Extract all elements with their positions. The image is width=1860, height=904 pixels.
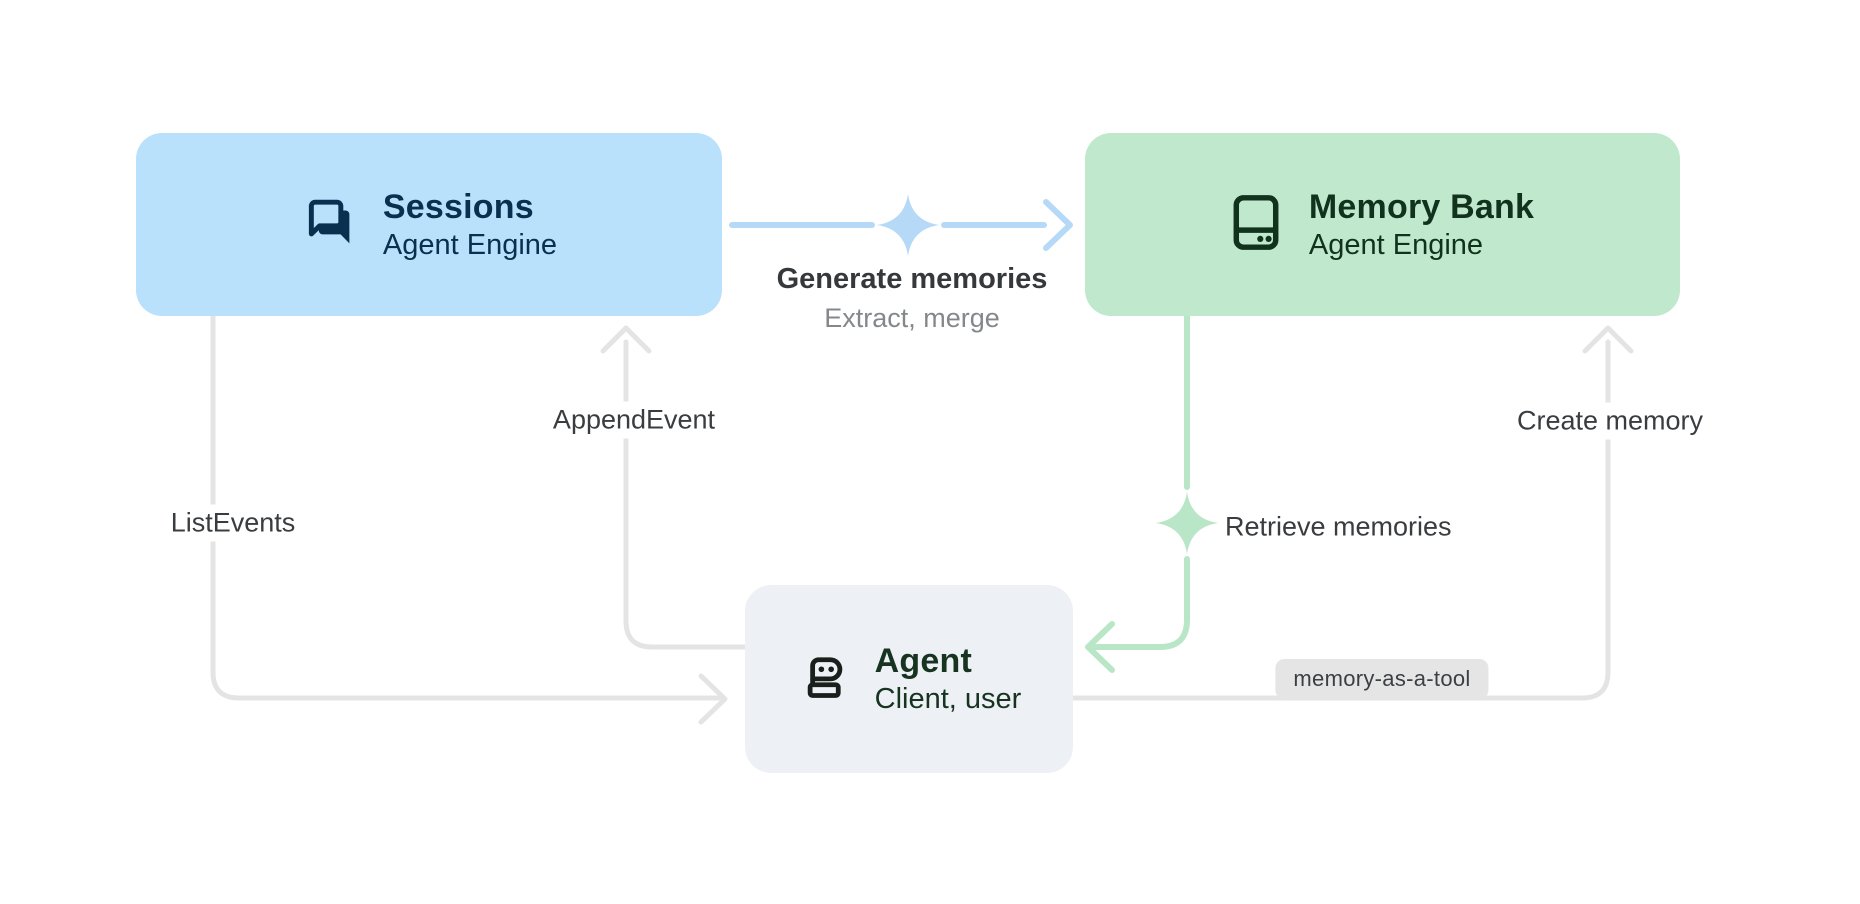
memory-as-a-tool-badge: memory-as-a-tool <box>1275 659 1489 699</box>
edge-label-retrieve-memories: Retrieve memories <box>1225 511 1452 542</box>
edge-retrieve-memories <box>1085 313 1190 673</box>
edge-label-create-memory: Create memory <box>1506 402 1714 440</box>
node-subtitle: Agent Engine <box>1308 228 1484 261</box>
node-memory-bank: Memory Bank Agent Engine <box>1085 133 1680 316</box>
edge-label-list-events: ListEvents <box>160 504 306 542</box>
edge-label-append-event: AppendEvent <box>542 401 726 439</box>
node-sessions: Sessions Agent Engine <box>136 133 722 316</box>
node-subtitle: Agent Engine <box>382 228 558 261</box>
edge-line <box>1091 556 1190 650</box>
sparkle-icon <box>877 194 939 256</box>
edge-line <box>1070 339 1611 701</box>
edge-label-text: Generate memories <box>776 263 1048 295</box>
edge-label-generate-memories: Generate memories Extract, merge <box>777 262 1048 334</box>
node-agent: Agent Client, user <box>745 585 1073 773</box>
edge-create-memory <box>1070 325 1634 701</box>
node-title: Sessions <box>382 187 534 226</box>
edge-list-events <box>210 312 728 725</box>
chat-bubbles-icon <box>301 195 355 254</box>
arrowhead-right-icon <box>698 673 728 725</box>
edge-line <box>623 339 748 650</box>
arrowhead-up-icon <box>600 325 652 354</box>
edge-generate-memories <box>729 199 1073 251</box>
robot-icon <box>797 652 847 707</box>
memory-bank-icon <box>1231 194 1281 256</box>
edge-append-event <box>600 325 748 650</box>
node-subtitle: Client, user <box>874 683 1022 715</box>
node-title: Memory Bank <box>1308 187 1535 226</box>
sparkle-icon <box>1156 492 1218 554</box>
arrowhead-right-icon <box>1043 199 1073 251</box>
arrowhead-up-icon <box>1582 325 1634 354</box>
arrowhead-left-icon <box>1085 621 1115 673</box>
edge-sublabel-text: Extract, merge <box>824 303 1000 333</box>
node-title: Agent <box>874 642 972 680</box>
edge-line <box>210 312 723 701</box>
